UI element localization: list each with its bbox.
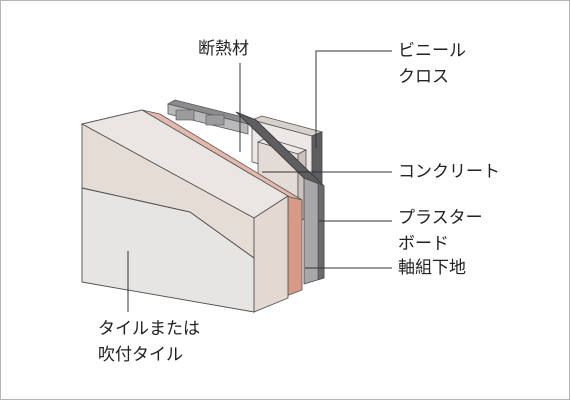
framing-stud-cell-2 xyxy=(205,114,225,126)
label-tile-line1: タイルまたは xyxy=(98,319,200,339)
leader-vinyl-cloth xyxy=(315,50,392,148)
plaster-board-edge xyxy=(317,182,325,281)
label-concrete: コンクリート xyxy=(398,162,500,182)
label-insulation: 断熱材 xyxy=(198,39,249,59)
framing-stud-cell-1 xyxy=(175,109,195,121)
tile-top-edge xyxy=(81,187,255,259)
leader-lines xyxy=(127,50,392,312)
label-vinyl-cloth-line1: ビニール xyxy=(398,41,466,61)
plaster-board-layer xyxy=(235,111,325,285)
label-vinyl-cloth-line2: クロス xyxy=(398,67,449,87)
framing-back xyxy=(166,99,257,135)
tile-layer xyxy=(81,187,255,313)
label-tile-line2: 吹付タイル xyxy=(98,345,183,365)
label-plaster-board-line1: プラスター xyxy=(398,208,483,228)
label-plaster-board-line2: ボード xyxy=(398,234,449,254)
label-framing: 軸組下地 xyxy=(398,258,466,278)
